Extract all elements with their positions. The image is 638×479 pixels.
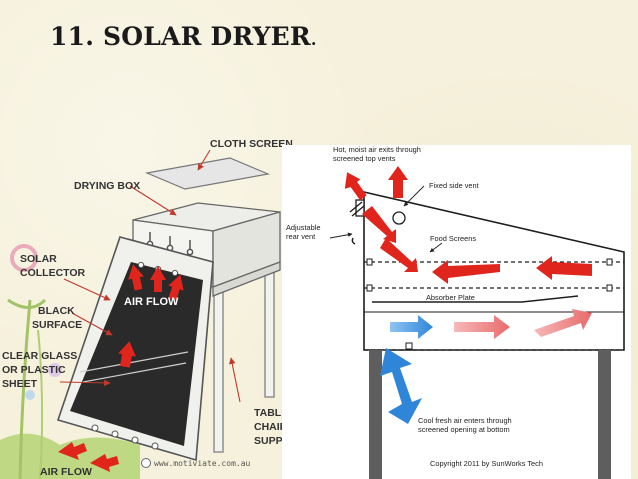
cloth-screen-shape <box>144 157 271 190</box>
label-fixed-side-vent: Fixed side vent <box>429 181 479 190</box>
watermark-icon <box>141 458 151 468</box>
label-table-support-3: SUPPO <box>254 435 291 447</box>
warm-air-arrow <box>534 309 592 337</box>
label-table-support-2: CHAIR <box>254 421 288 433</box>
label-copyright: Copyright 2011 by SunWorks Tech <box>430 459 543 468</box>
label-cloth-screen: CLOTH SCREEN <box>210 138 293 150</box>
label-solar-collector-1: SOLAR <box>20 253 57 265</box>
left-dryer-diagram: CLOTH SCREEN DRYING BOX SOLAR COLLECTOR … <box>2 138 299 478</box>
label-black-surface-1: BLACK <box>38 305 75 317</box>
label-adjustable-vent-1: Adjustable <box>286 223 321 232</box>
right-dryer-diagram: Hot, moist air exits through screened to… <box>282 145 631 479</box>
label-air-flow-bottom: AIR FLOW <box>40 466 92 478</box>
cool-air-intake-arrow <box>380 348 422 424</box>
label-air-flow-inside: AIR FLOW <box>124 296 179 308</box>
slide-title: 11. SOLAR DRYER. <box>50 22 317 51</box>
watermark-text: www.motiviate.com.au <box>154 459 251 468</box>
label-clear-glass-3: SHEET <box>2 378 38 390</box>
label-hot-air-exit-1: Hot, moist air exits through <box>333 145 421 154</box>
glass-sheen <box>79 351 189 383</box>
black-surface-shape <box>70 262 203 446</box>
dryer-legs <box>369 350 611 479</box>
left-airflow-arrows <box>58 264 184 472</box>
label-cool-air-1: Cool fresh air enters through <box>418 416 512 425</box>
left-leader-lines <box>59 149 241 403</box>
hot-air-arrows <box>344 166 592 284</box>
label-absorber-plate: Absorber Plate <box>426 293 475 302</box>
label-cool-air-2: screened opening at bottom <box>418 425 510 434</box>
right-callout-lines <box>329 185 443 253</box>
screen-markers <box>366 258 613 350</box>
adjustable-rear-vent-shape <box>349 201 365 245</box>
slide-title-text: 11. SOLAR DRYER <box>50 22 311 51</box>
cool-air-arrow-flow <box>390 315 433 339</box>
collector-bottom-holes <box>91 424 159 450</box>
label-food-screens: Food Screens <box>430 234 476 243</box>
label-clear-glass-2: OR PLASTIC <box>2 364 66 376</box>
label-adjustable-vent-2: rear vent <box>286 232 315 241</box>
top-vents <box>355 199 406 225</box>
label-hot-air-exit-2: screened top vents <box>333 154 396 163</box>
slide-title-dot: . <box>310 30 317 49</box>
label-drying-box: DRYING BOX <box>74 180 140 192</box>
label-clear-glass-1: CLEAR GLASS <box>2 350 77 362</box>
label-solar-collector-2: COLLECTOR <box>20 267 86 279</box>
label-black-surface-2: SURFACE <box>32 319 82 331</box>
warming-air-arrow <box>454 315 510 339</box>
